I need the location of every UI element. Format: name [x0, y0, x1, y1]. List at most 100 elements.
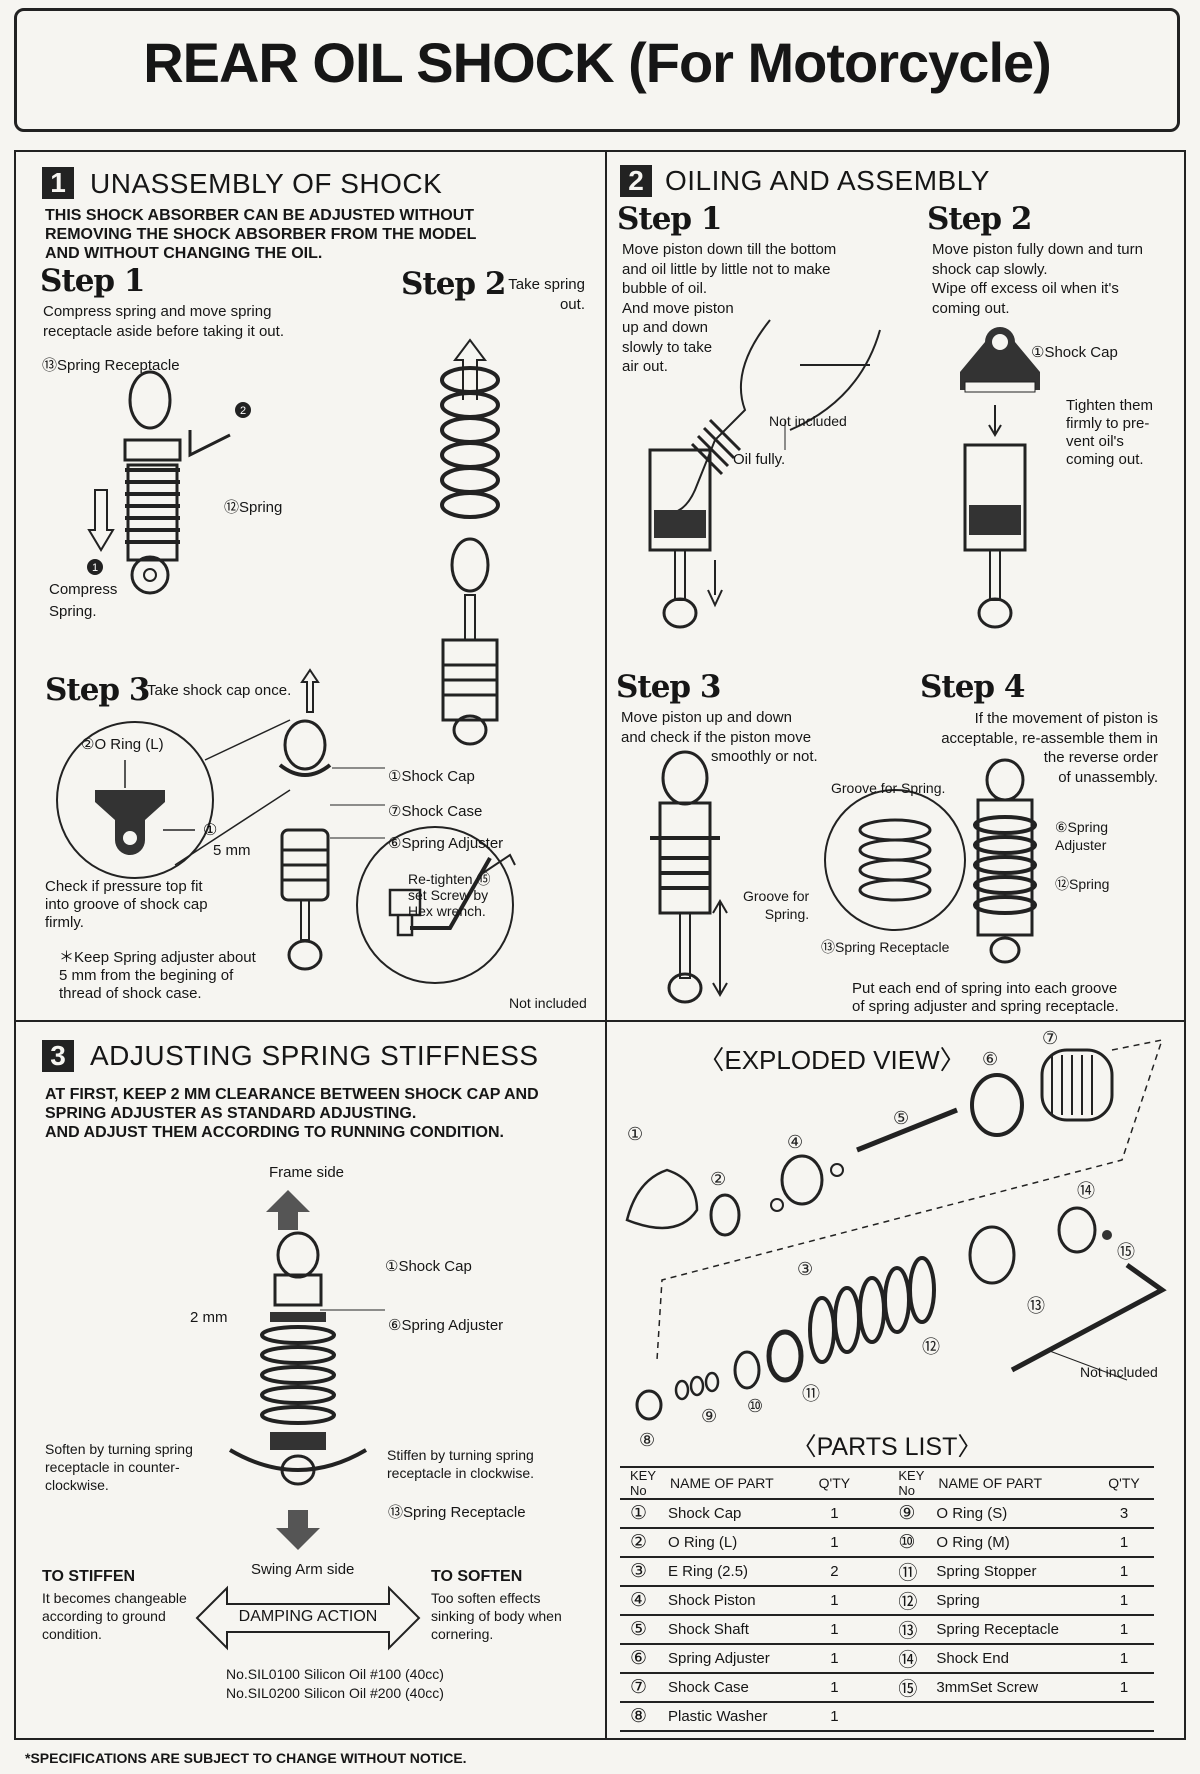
spring-removed-illustration	[440, 338, 500, 746]
oring-label: ②O Ring (L)	[81, 736, 164, 753]
tighten-note: Tighten them firmly to pre- vent oil's c…	[1066, 397, 1153, 468]
s2-step3-label: Step 3	[616, 669, 721, 705]
exploded-marker-10: ⑩	[747, 1396, 763, 1416]
part-qty: 1	[804, 1614, 865, 1644]
part-name: Shock End	[924, 1643, 1094, 1673]
gap-cell	[864, 1585, 889, 1615]
keep-adjuster-note: ＊Keep Spring adjuster about 5 mm from th…	[59, 949, 256, 1002]
part-key: ⑭	[888, 1643, 925, 1673]
s1-step2-label: Step 2	[401, 266, 506, 302]
section-3-intro: AT FIRST, KEEP 2 MM CLEARANCE BETWEEN SH…	[45, 1086, 539, 1141]
s2-step2-label: Step 2	[927, 201, 1032, 237]
part-key: ⑨	[888, 1498, 925, 1528]
section-2-number: 2	[620, 165, 652, 197]
exploded-marker-12: ⑫	[922, 1337, 940, 1357]
header-name-right: NAME OF PART	[924, 1466, 1094, 1499]
to-soften-desc: Too soften effects sinking of body when …	[431, 1590, 562, 1642]
part-key: ⑧	[620, 1701, 656, 1732]
part-qty: 2	[804, 1556, 865, 1586]
s2-step3-text2: smoothly or not.	[711, 748, 818, 765]
footer-disclaimer: *SPECIFICATIONS ARE SUBJECT TO CHANGE WI…	[25, 1750, 467, 1766]
s2-spring-label: ⑫Spring	[1055, 876, 1110, 892]
not-included-label: Not included	[509, 995, 587, 1011]
part-qty: 3	[1094, 1498, 1154, 1528]
header-gap	[864, 1466, 889, 1499]
to-stiffen-heading: TO STIFFEN	[42, 1568, 136, 1585]
gap-cell	[864, 1556, 889, 1586]
part-name: Spring Receptacle	[924, 1614, 1094, 1644]
gap-cell	[864, 1701, 889, 1732]
header-key-left: KEY No	[620, 1466, 656, 1499]
part-name: Plastic Washer	[656, 1701, 805, 1732]
swing-arm-side-label: Swing Arm side	[251, 1561, 355, 1578]
part-qty: 1	[804, 1701, 865, 1732]
part-name: O Ring (L)	[656, 1527, 805, 1557]
part-qty: 1	[1094, 1672, 1154, 1702]
retighten-note: Re-tighten ⑮ set Screw by Hex wrench.	[408, 871, 491, 919]
groove-spring-label-bottom: Groove for Spring.	[743, 888, 810, 922]
empty-cell	[924, 1701, 1094, 1732]
s2-step1-label: Step 1	[617, 201, 722, 237]
part-name: Spring Adjuster	[656, 1643, 805, 1673]
header-name-left: NAME OF PART	[656, 1466, 805, 1499]
frame-side-label: Frame side	[269, 1164, 345, 1181]
five-mm-label: 5 mm	[213, 842, 251, 859]
exploded-marker-2: ②	[710, 1169, 726, 1189]
part-name: Shock Case	[656, 1672, 805, 1702]
stiffness-shock-illustration	[228, 1190, 385, 1550]
parts-list-table: KEY No NAME OF PART Q'TY KEY No NAME OF …	[620, 1466, 1154, 1732]
part-name: E Ring (2.5)	[656, 1556, 805, 1586]
exploded-marker-6: ⑥	[982, 1049, 998, 1069]
s1-step3-text: Take shock cap once.	[147, 682, 292, 699]
section-3-heading: ADJUSTING SPRING STIFFNESS	[90, 1040, 539, 1071]
part-name: Spring Stopper	[924, 1556, 1094, 1586]
shock-compress-illustration: 2 1	[87, 370, 251, 595]
vertical-divider	[605, 150, 607, 1740]
part-key: ⑦	[620, 1672, 656, 1702]
part-name: O Ring (M)	[924, 1527, 1094, 1557]
soften-turn-note: Soften by turning spring receptacle in c…	[45, 1441, 193, 1493]
section-1-heading: UNASSEMBLY OF SHOCK	[90, 168, 443, 199]
part-qty: 1	[1094, 1556, 1154, 1586]
s1-step1-label: Step 1	[40, 263, 145, 299]
marker-1: 1	[92, 562, 98, 574]
empty-cell	[888, 1701, 925, 1732]
part-qty: 1	[1094, 1585, 1154, 1615]
s2-step1-text: Move piston down till the bottom and oil…	[622, 241, 837, 375]
gap-cell	[864, 1527, 889, 1557]
oil-bottle-illustration	[648, 319, 881, 629]
spring-groove-note: Put each end of spring into each groove …	[852, 980, 1119, 1015]
s2-step4-text: If the movement of piston is acceptable,…	[941, 710, 1158, 786]
part-name: O Ring (S)	[924, 1498, 1094, 1528]
bottle-not-included: Not included	[769, 413, 847, 429]
s2-receptacle-label: ⑬Spring Receptacle	[821, 939, 950, 955]
part-key: ②	[620, 1527, 656, 1557]
part-qty: 1	[804, 1643, 865, 1673]
part-qty: 1	[804, 1672, 865, 1702]
gap-cell	[864, 1643, 889, 1673]
shock-cap-assembly-illustration	[960, 327, 1040, 629]
part-key: ⑤	[620, 1614, 656, 1644]
exploded-marker-11: ⑪	[802, 1384, 820, 1404]
s2-spring-adjuster-label: ⑥Spring Adjuster	[1055, 819, 1109, 853]
oring-marker: ①	[203, 822, 217, 839]
s2-step4-label: Step 4	[920, 669, 1025, 705]
part-key: ④	[620, 1585, 656, 1615]
s2-shock-cap-label: ①Shock Cap	[1031, 344, 1118, 361]
part-key: ⑪	[888, 1556, 925, 1586]
part-key: ③	[620, 1556, 656, 1586]
shock-cap-removal-illustration	[278, 668, 516, 984]
part-key: ⑩	[888, 1527, 925, 1557]
part-key: ⑮	[888, 1672, 925, 1702]
s2-step2-text: Move piston fully down and turn shock ca…	[932, 241, 1143, 317]
s1-step2-text: Take spring out.	[508, 276, 585, 313]
exploded-marker-9: ⑨	[701, 1406, 717, 1426]
s3-shock-cap-label: ①Shock Cap	[385, 1258, 472, 1275]
horizontal-divider	[14, 1020, 1186, 1022]
part-qty: 1	[804, 1527, 865, 1557]
silicon-oil-100: No.SIL0100 Silicon Oil #100 (40cc)	[226, 1666, 444, 1682]
